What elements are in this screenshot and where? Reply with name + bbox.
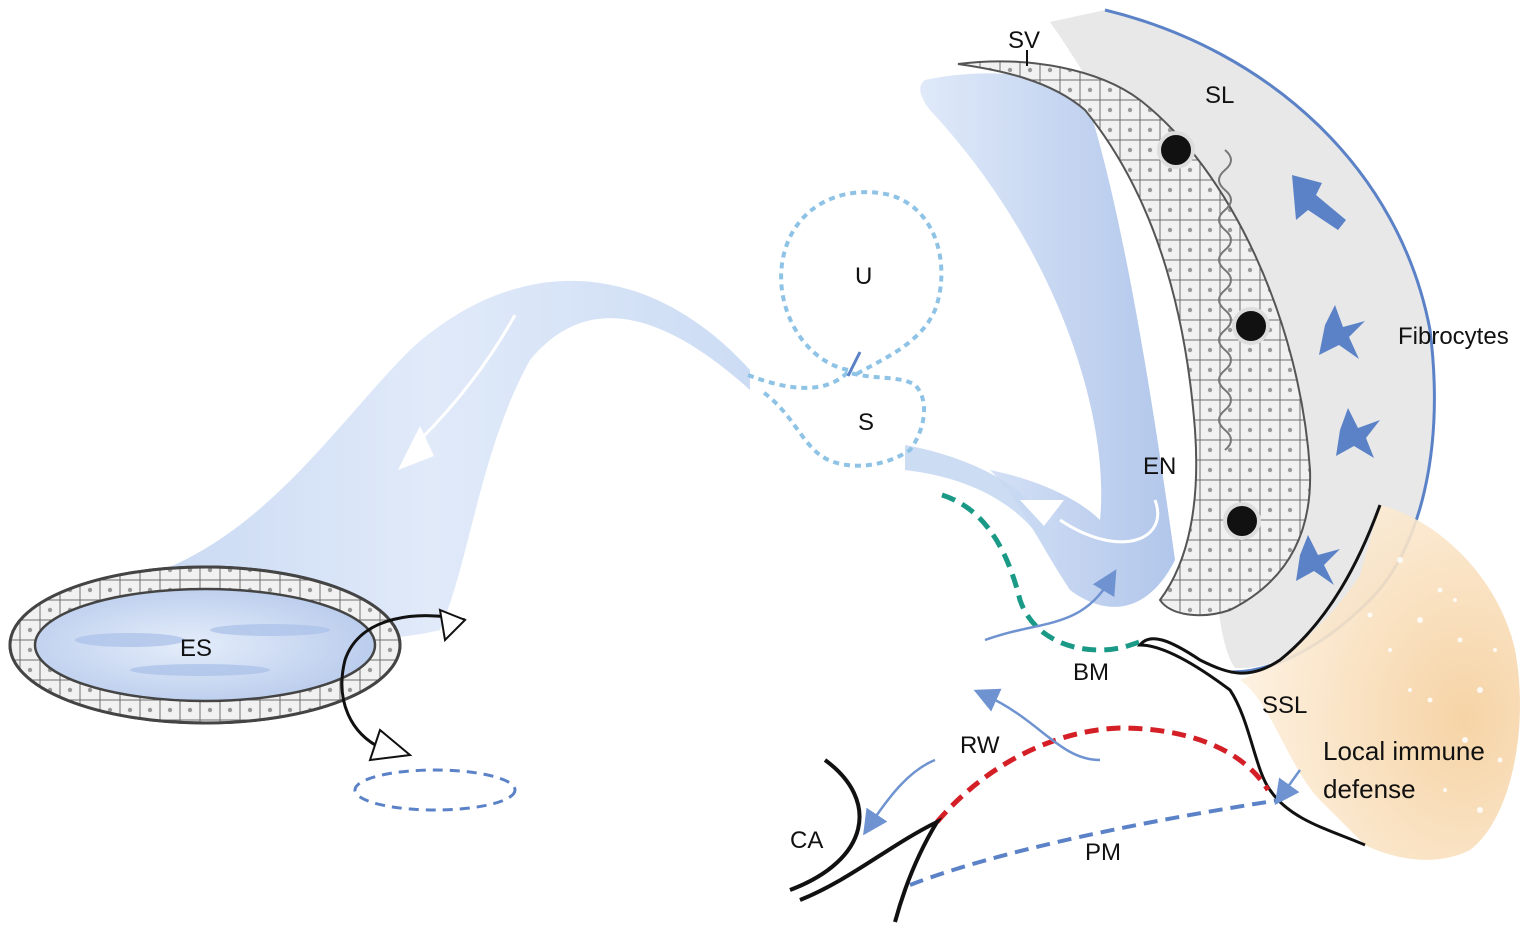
basement-membrane xyxy=(941,492,1146,653)
sac-outflow-arrowhead xyxy=(368,728,413,762)
immune-dots xyxy=(1367,557,1503,813)
fibrocyte-icon xyxy=(1292,175,1380,585)
label-fibrocytes: Fibrocytes xyxy=(1398,323,1509,350)
arrow-icon xyxy=(973,688,1101,762)
cochlear-duct xyxy=(920,73,1175,607)
arrow-icon xyxy=(1274,769,1302,806)
arrow-icon xyxy=(1020,500,1064,526)
arrow-icon xyxy=(863,758,936,836)
ca-curve-outer xyxy=(789,758,862,892)
label-u: U xyxy=(855,263,872,290)
absorption-site xyxy=(353,768,517,812)
pm-line xyxy=(909,798,1281,887)
arrow-icon xyxy=(1059,499,1160,544)
sac-streaks xyxy=(75,624,330,676)
label-ca: CA xyxy=(790,827,823,854)
sac-inflow-arrowhead xyxy=(438,608,467,643)
arrow-icon xyxy=(418,314,517,442)
round-window-membrane xyxy=(935,725,1271,824)
label-sl: SL xyxy=(1205,82,1234,109)
duct-to-saccule xyxy=(905,445,1060,575)
label-sv: SV xyxy=(1008,27,1040,54)
arrow-icon xyxy=(984,569,1117,642)
stria-vascularis xyxy=(957,60,1312,617)
melanocytes xyxy=(1157,131,1270,540)
endolymphatic-sac xyxy=(8,565,402,725)
label-ssl: SSL xyxy=(1262,692,1307,719)
utriculosaccular-duct xyxy=(846,351,862,377)
label-es: ES xyxy=(180,635,212,662)
ssl-boundary xyxy=(1136,504,1382,847)
label-pm: PM xyxy=(1085,839,1121,866)
saccule-outline xyxy=(747,369,927,468)
label-rw: RW xyxy=(960,732,1000,759)
arrow-icon xyxy=(398,426,434,470)
ca-curve-inner xyxy=(799,817,943,923)
label-en: EN xyxy=(1143,453,1176,480)
utricle-outline xyxy=(779,190,944,377)
endolymphatic-duct xyxy=(110,280,750,640)
label-immune-line2: defense xyxy=(1323,774,1416,804)
sac-outflow-arrow xyxy=(340,614,466,752)
label-immune-line1: Local immune xyxy=(1323,736,1485,766)
label-bm: BM xyxy=(1073,659,1109,686)
label-s: S xyxy=(858,409,874,436)
stria-fold-line xyxy=(1218,149,1232,451)
immune-defense-region xyxy=(1240,505,1520,860)
